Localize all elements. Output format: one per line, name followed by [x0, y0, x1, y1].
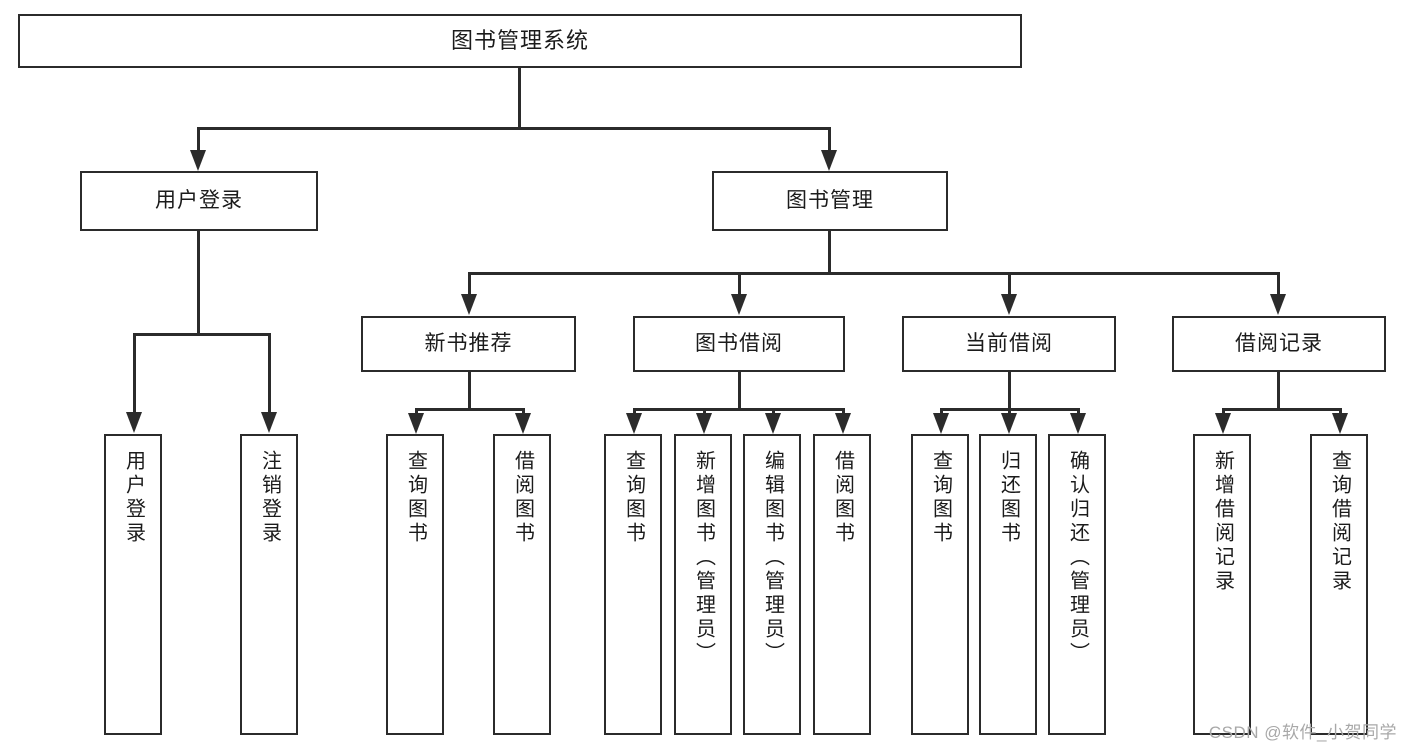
- leaf-label: 查询借阅记录: [1328, 450, 1351, 594]
- node-current-borrow[interactable]: 当前借阅: [902, 316, 1116, 372]
- leaf-label: 新增图书（管理员）: [692, 450, 715, 666]
- connector-root-stem: [518, 68, 521, 129]
- connector-book-borrow-drop-3: [772, 408, 775, 416]
- leaf-label: 编辑图书（管理员）: [761, 450, 784, 666]
- node-label: 图书管理: [786, 189, 874, 213]
- leaf-borrow-book-1[interactable]: 借阅图书: [493, 434, 551, 735]
- leaf-label: 查询图书: [622, 450, 645, 546]
- arrowhead-leaf-edit-book: [765, 413, 781, 434]
- connector-borrow-record-drop-2: [1339, 408, 1342, 416]
- leaf-borrow-book-2[interactable]: 借阅图书: [813, 434, 871, 735]
- connector-current-borrow-drop-2: [1008, 408, 1011, 416]
- leaf-label: 确认归还（管理员）: [1066, 450, 1089, 666]
- connector-book-manage-drop-4: [1277, 272, 1280, 296]
- leaf-add-record[interactable]: 新增借阅记录: [1193, 434, 1251, 735]
- arrowhead-current-borrow: [1001, 294, 1017, 315]
- connector-root-to-user-login: [197, 127, 200, 153]
- arrowhead-leaf-borrow-book-2: [835, 413, 851, 434]
- node-label: 用户登录: [155, 189, 243, 213]
- arrowhead-leaf-confirm-return: [1070, 413, 1086, 434]
- leaf-user-login[interactable]: 用户登录: [104, 434, 162, 735]
- connector-new-book-drop-2: [522, 408, 525, 416]
- leaf-return-book[interactable]: 归还图书: [979, 434, 1037, 735]
- connector-book-borrow-drop-4: [842, 408, 845, 416]
- node-label: 当前借阅: [965, 332, 1053, 356]
- node-label: 图书借阅: [695, 332, 783, 356]
- arrowhead-book-manage: [821, 150, 837, 171]
- node-book-manage[interactable]: 图书管理: [712, 171, 948, 231]
- connector-current-borrow-drop-1: [940, 408, 943, 416]
- arrowhead-leaf-return-book: [1001, 413, 1017, 434]
- connector-book-manage-drop-2: [738, 272, 741, 296]
- connector-book-borrow-bus: [633, 408, 845, 411]
- connector-new-book-drop-1: [415, 408, 418, 416]
- arrowhead-leaf-query-book-1: [408, 413, 424, 434]
- connector-book-manage-drop-3: [1008, 272, 1011, 296]
- leaf-label: 新增借阅记录: [1211, 450, 1234, 594]
- connector-book-manage-stem: [828, 231, 831, 274]
- connector-user-login-drop-2: [268, 333, 271, 414]
- leaf-label: 查询图书: [929, 450, 952, 546]
- node-label: 借阅记录: [1235, 332, 1323, 356]
- connector-root-bus: [197, 127, 830, 130]
- connector-book-borrow-drop-2: [703, 408, 706, 416]
- arrowhead-leaf-add-book: [696, 413, 712, 434]
- leaf-label: 借阅图书: [511, 450, 534, 546]
- connector-user-login-drop-1: [133, 333, 136, 414]
- connector-new-book-stem: [468, 372, 471, 410]
- connector-book-manage-drop-1: [468, 272, 471, 296]
- arrowhead-leaf-query-record: [1332, 413, 1348, 434]
- connector-current-borrow-drop-3: [1077, 408, 1080, 416]
- arrowhead-book-borrow: [731, 294, 747, 315]
- node-book-borrow[interactable]: 图书借阅: [633, 316, 845, 372]
- connector-user-login-stem: [197, 231, 200, 335]
- leaf-add-book[interactable]: 新增图书（管理员）: [674, 434, 732, 735]
- leaf-confirm-return[interactable]: 确认归还（管理员）: [1048, 434, 1106, 735]
- leaf-label: 借阅图书: [831, 450, 854, 546]
- leaf-query-book-1[interactable]: 查询图书: [386, 434, 444, 735]
- connector-current-borrow-stem: [1008, 372, 1011, 410]
- arrowhead-leaf-query-book-2: [626, 413, 642, 434]
- leaf-label: 归还图书: [997, 450, 1020, 546]
- node-root-system[interactable]: 图书管理系统: [18, 14, 1022, 68]
- leaf-label: 用户登录: [122, 450, 145, 546]
- connector-borrow-record-bus: [1222, 408, 1342, 411]
- node-new-book-recommend[interactable]: 新书推荐: [361, 316, 576, 372]
- arrowhead-leaf-user-login: [126, 412, 142, 433]
- connector-user-login-bus: [133, 333, 270, 336]
- arrowhead-user-login: [190, 150, 206, 171]
- node-label: 图书管理系统: [450, 27, 589, 53]
- arrowhead-borrow-record: [1270, 294, 1286, 315]
- leaf-label: 查询图书: [404, 450, 427, 546]
- leaf-query-book-3[interactable]: 查询图书: [911, 434, 969, 735]
- node-user-login[interactable]: 用户登录: [80, 171, 318, 231]
- arrowhead-leaf-query-book-3: [933, 413, 949, 434]
- connector-book-borrow-drop-1: [633, 408, 636, 416]
- connector-book-borrow-stem: [738, 372, 741, 410]
- arrowhead-leaf-borrow-book-1: [515, 413, 531, 434]
- connector-book-manage-bus: [468, 272, 1280, 275]
- leaf-logout[interactable]: 注销登录: [240, 434, 298, 735]
- connector-borrow-record-stem: [1277, 372, 1280, 410]
- arrowhead-leaf-add-record: [1215, 413, 1231, 434]
- arrowhead-leaf-logout: [261, 412, 277, 433]
- connector-borrow-record-drop-1: [1222, 408, 1225, 416]
- node-label: 新书推荐: [424, 332, 513, 356]
- leaf-query-record[interactable]: 查询借阅记录: [1310, 434, 1368, 735]
- connector-root-to-book-manage: [828, 127, 831, 153]
- leaf-edit-book[interactable]: 编辑图书（管理员）: [743, 434, 801, 735]
- node-borrow-record[interactable]: 借阅记录: [1172, 316, 1386, 372]
- connector-new-book-bus: [415, 408, 525, 411]
- leaf-query-book-2[interactable]: 查询图书: [604, 434, 662, 735]
- arrowhead-new-book-recommend: [461, 294, 477, 315]
- leaf-label: 注销登录: [258, 450, 281, 546]
